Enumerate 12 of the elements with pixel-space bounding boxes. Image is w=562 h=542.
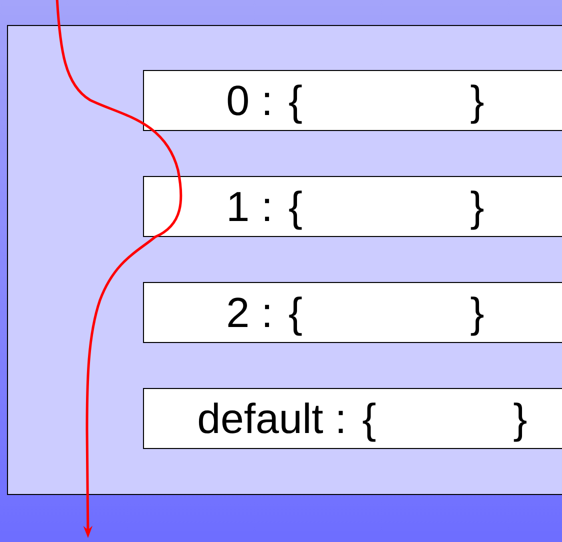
closing-brace: }	[514, 402, 526, 442]
case-label: 0 : {	[228, 84, 302, 124]
case-box	[143, 282, 562, 343]
case-label: default : {	[198, 402, 376, 442]
case-box	[143, 388, 562, 449]
case-label: 1 : {	[229, 190, 302, 230]
closing-brace: }	[470, 296, 484, 336]
case-box	[143, 70, 562, 131]
closing-brace: }	[470, 190, 484, 230]
closing-brace: }	[470, 84, 484, 124]
case-box	[143, 176, 562, 237]
case-label: 2 : {	[228, 296, 302, 336]
